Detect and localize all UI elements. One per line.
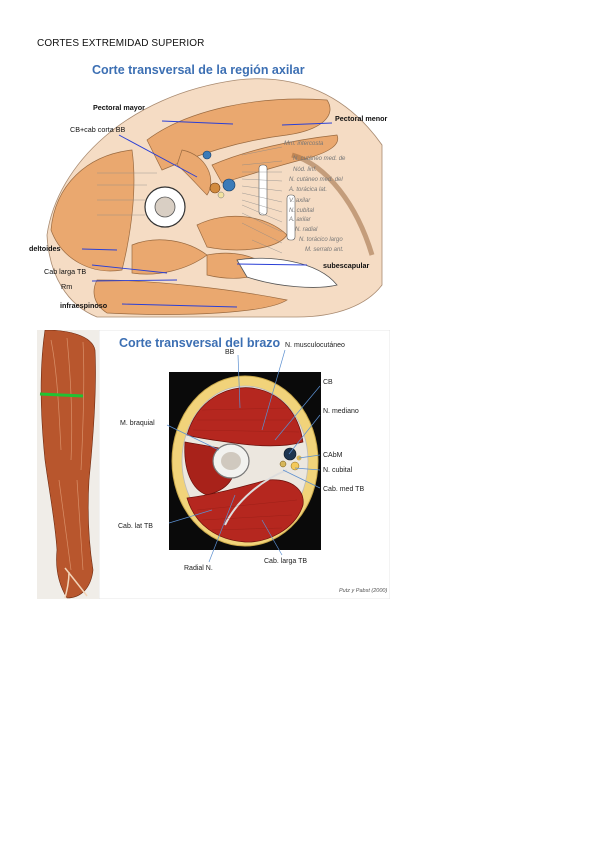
label-cab-lat-tb: Cab. lat TB (118, 523, 153, 530)
page-title: CORTES EXTREMIDAD SUPERIOR (37, 38, 205, 49)
label-deltoides: deltoides (29, 244, 61, 253)
label-bb: BB (225, 349, 235, 356)
arm-title: Corte transversal del brazo (119, 336, 281, 350)
gray-label-2: N. cutáneo med. de (293, 156, 346, 162)
arm-figure: Corte transversal del brazo BB N. muscul… (37, 330, 390, 599)
label-rm: Rm (61, 282, 73, 291)
label-cubital: N. cubital (323, 467, 353, 474)
gray-label-8: A. axilar (289, 217, 311, 223)
gray-label-11: M. serrato ant. (305, 247, 344, 253)
axilla-title: Corte transversal de la región axilar (92, 63, 305, 77)
label-subescapular: subescapular (323, 261, 370, 270)
gray-label-6: V. axilar (289, 198, 311, 204)
gray-label-3: Nód. linf. (293, 167, 317, 173)
label-braquial: M. braquial (120, 420, 155, 427)
label-cab-larga-tb: Cab larga TB (44, 267, 87, 276)
label-cab-med-tb: Cab. med TB (323, 486, 365, 493)
label-radial: Radial N. (184, 565, 213, 572)
axilla-figure: Corte transversal de la región axilar Pe… (29, 55, 392, 323)
gray-label-4: N. cutáneo med. del (289, 177, 343, 183)
label-cb-bb: CB+cab corta BB (70, 125, 126, 134)
gray-label-7: N. cubital (289, 208, 315, 214)
gray-label-1: Mm. intercosta (284, 141, 324, 147)
label-musculocutaneo: N. musculocutáneo (285, 342, 345, 349)
label-pectoral-mayor: Pectoral mayor (93, 103, 145, 112)
gray-label-5: A. torácica lat. (289, 187, 328, 193)
label-cb: CB (323, 379, 333, 386)
label-cab-larga-tb: Cab. larga TB (264, 558, 308, 565)
label-cabm: CAbM (323, 452, 343, 459)
label-infraespinoso: infraespinoso (60, 301, 108, 310)
label-mediano: N. mediano (323, 408, 359, 415)
axilla-illustration (37, 55, 392, 323)
label-pectoral-menor: Pectoral menor (335, 114, 388, 123)
arm-illustration (37, 330, 390, 599)
gray-label-9: N. radial (295, 227, 318, 233)
gray-label-10: N. torácico largo (299, 237, 343, 243)
figure-credit: Putz y Pabst (2000) (339, 588, 388, 594)
